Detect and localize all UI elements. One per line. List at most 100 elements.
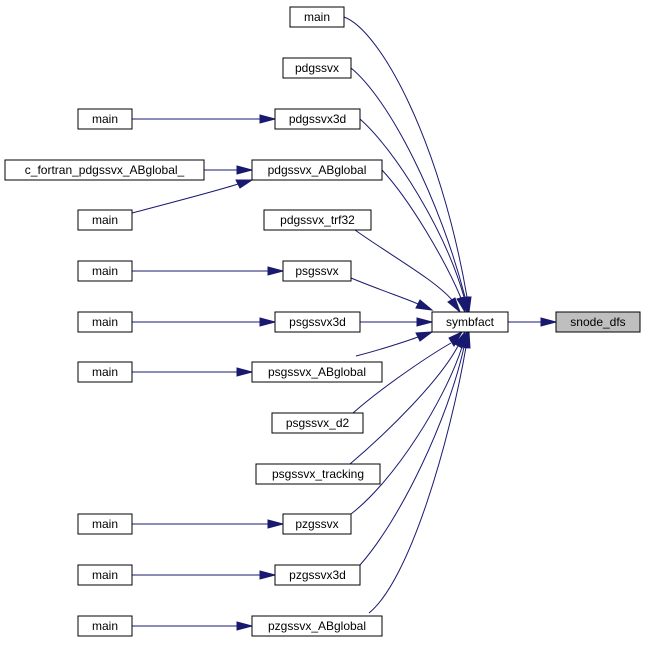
node-label: symbfact bbox=[446, 315, 495, 329]
node-box[interactable] bbox=[251, 159, 383, 181]
node-box[interactable] bbox=[251, 615, 383, 637]
node-box[interactable] bbox=[77, 361, 133, 383]
node-box[interactable] bbox=[77, 260, 133, 282]
node-main-top[interactable]: main bbox=[289, 6, 345, 28]
arrowhead-icon bbox=[461, 330, 471, 349]
arrowhead-icon bbox=[540, 317, 558, 327]
arrowhead-icon bbox=[259, 570, 277, 580]
edge-psgssvx-to-symbfact bbox=[350, 277, 434, 311]
node-label: psgssvx_tracking bbox=[272, 467, 364, 481]
node-psgssvx-ABglobal[interactable]: psgssvx_ABglobal bbox=[251, 361, 383, 383]
node-box[interactable] bbox=[274, 311, 361, 333]
edge-pzgssvx_ABglobal-to-symbfact bbox=[368, 330, 471, 614]
node-box[interactable] bbox=[555, 311, 641, 333]
node-label: psgssvx bbox=[295, 264, 338, 278]
edge-psgssvx_tracking-to-symbfact bbox=[349, 330, 466, 465]
node-box[interactable] bbox=[274, 564, 361, 586]
edge-main_psgssvx3d-to-psgssvx3d bbox=[132, 317, 277, 327]
node-box[interactable] bbox=[282, 513, 352, 535]
edge-line bbox=[355, 336, 419, 357]
node-label: main bbox=[92, 517, 118, 531]
nodes-layer: snode_dfs symbfact main pdgssvx pdgssvx3d pdg… bbox=[4, 6, 641, 637]
edges-layer bbox=[131, 16, 558, 631]
edge-line bbox=[359, 118, 465, 298]
node-box[interactable] bbox=[77, 513, 133, 535]
node-box[interactable] bbox=[271, 412, 364, 434]
node-main-pzgssvx3d[interactable]: main bbox=[77, 564, 133, 586]
node-label: pzgssvx_ABglobal bbox=[268, 619, 366, 633]
arrowhead-icon bbox=[236, 165, 254, 175]
node-label: main bbox=[92, 264, 118, 278]
node-pzgssvx-ABglobal[interactable]: pzgssvx_ABglobal bbox=[251, 615, 383, 637]
node-snode-dfs[interactable]: snode_dfs bbox=[555, 311, 641, 333]
node-main-pdgssvx3d[interactable]: main bbox=[77, 108, 133, 130]
node-label: pdgssvx_ABglobal bbox=[268, 163, 367, 177]
edge-psgssvx_d2-to-symbfact bbox=[352, 330, 464, 414]
edge-main_pzgssvx_ABglobal-to-pzgssvx_ABglobal bbox=[132, 621, 254, 631]
node-box[interactable] bbox=[4, 159, 205, 181]
node-main-psgssvx3d[interactable]: main bbox=[77, 311, 133, 333]
node-main-psgssvx[interactable]: main bbox=[77, 260, 133, 282]
edge-main_psgssvx-to-psgssvx bbox=[132, 266, 285, 276]
node-box[interactable] bbox=[282, 57, 352, 79]
node-pdgssvx-trf32[interactable]: pdgssvx_trf32 bbox=[263, 209, 372, 231]
node-box[interactable] bbox=[77, 108, 133, 130]
node-main-pzgssvx-ABglobal[interactable]: main bbox=[77, 615, 133, 637]
edge-line bbox=[381, 169, 462, 299]
arrowhead-icon bbox=[259, 317, 277, 327]
node-symbfact[interactable]: symbfact bbox=[431, 311, 509, 333]
node-label: psgssvx_d2 bbox=[286, 416, 350, 430]
node-label: pzgssvx3d bbox=[289, 568, 346, 582]
edge-c_fortran_pdgssvx_ABglobal_-to-pdgssvx_ABglobal bbox=[204, 165, 254, 175]
node-label: pdgssvx bbox=[295, 61, 339, 75]
edge-psgssvx3d-to-symbfact bbox=[360, 317, 434, 327]
node-c-fortran-pdgssvx-ABglobal-[interactable]: c_fortran_pdgssvx_ABglobal_ bbox=[4, 159, 205, 181]
edge-line bbox=[350, 277, 419, 305]
node-box[interactable] bbox=[77, 209, 133, 231]
arrowhead-icon bbox=[415, 299, 434, 311]
arrowhead-icon bbox=[415, 331, 434, 342]
node-pdgssvx-ABglobal[interactable]: pdgssvx_ABglobal bbox=[251, 159, 383, 181]
node-label: pdgssvx_trf32 bbox=[280, 213, 355, 227]
node-box[interactable] bbox=[274, 108, 361, 130]
edge-line bbox=[349, 345, 459, 465]
edge-line bbox=[131, 183, 239, 214]
node-box[interactable] bbox=[77, 564, 133, 586]
node-pdgssvx[interactable]: pdgssvx bbox=[282, 57, 352, 79]
node-label: main bbox=[92, 315, 118, 329]
node-box[interactable] bbox=[77, 311, 133, 333]
node-box[interactable] bbox=[251, 361, 383, 383]
node-box[interactable] bbox=[263, 209, 372, 231]
node-label: main bbox=[92, 112, 118, 126]
node-pzgssvx3d[interactable]: pzgssvx3d bbox=[274, 564, 361, 586]
node-box[interactable] bbox=[77, 615, 133, 637]
node-box[interactable] bbox=[282, 260, 352, 282]
node-label: main bbox=[92, 365, 118, 379]
arrowhead-icon bbox=[259, 114, 277, 124]
node-psgssvx3d[interactable]: psgssvx3d bbox=[274, 311, 361, 333]
node-label: psgssvx3d bbox=[289, 315, 346, 329]
node-box[interactable] bbox=[431, 311, 509, 333]
node-pzgssvx[interactable]: pzgssvx bbox=[282, 513, 352, 535]
edge-symbfact-to-snode_dfs bbox=[508, 317, 558, 327]
node-label: main bbox=[92, 619, 118, 633]
arrowhead-icon bbox=[448, 330, 464, 347]
node-psgssvx[interactable]: psgssvx bbox=[282, 260, 352, 282]
node-box[interactable] bbox=[289, 6, 345, 28]
node-label: c_fortran_pdgssvx_ABglobal_ bbox=[25, 163, 185, 177]
node-pdgssvx3d[interactable]: pdgssvx3d bbox=[274, 108, 361, 130]
node-box[interactable] bbox=[255, 463, 381, 485]
node-main-pdgssvx-ABglobal[interactable]: main bbox=[77, 209, 133, 231]
node-label: main bbox=[304, 10, 330, 24]
edge-line bbox=[368, 346, 467, 614]
node-psgssvx-tracking[interactable]: psgssvx_tracking bbox=[255, 463, 381, 485]
node-label: main bbox=[92, 213, 118, 227]
node-psgssvx-d2[interactable]: psgssvx_d2 bbox=[271, 412, 364, 434]
edge-pdgssvx_trf32-to-symbfact bbox=[354, 229, 462, 314]
node-main-psgssvx-ABglobal[interactable]: main bbox=[77, 361, 133, 383]
arrowhead-icon bbox=[456, 296, 466, 314]
edge-line bbox=[350, 67, 466, 298]
node-label: pzgssvx bbox=[295, 517, 338, 531]
node-main-pzgssvx[interactable]: main bbox=[77, 513, 133, 535]
